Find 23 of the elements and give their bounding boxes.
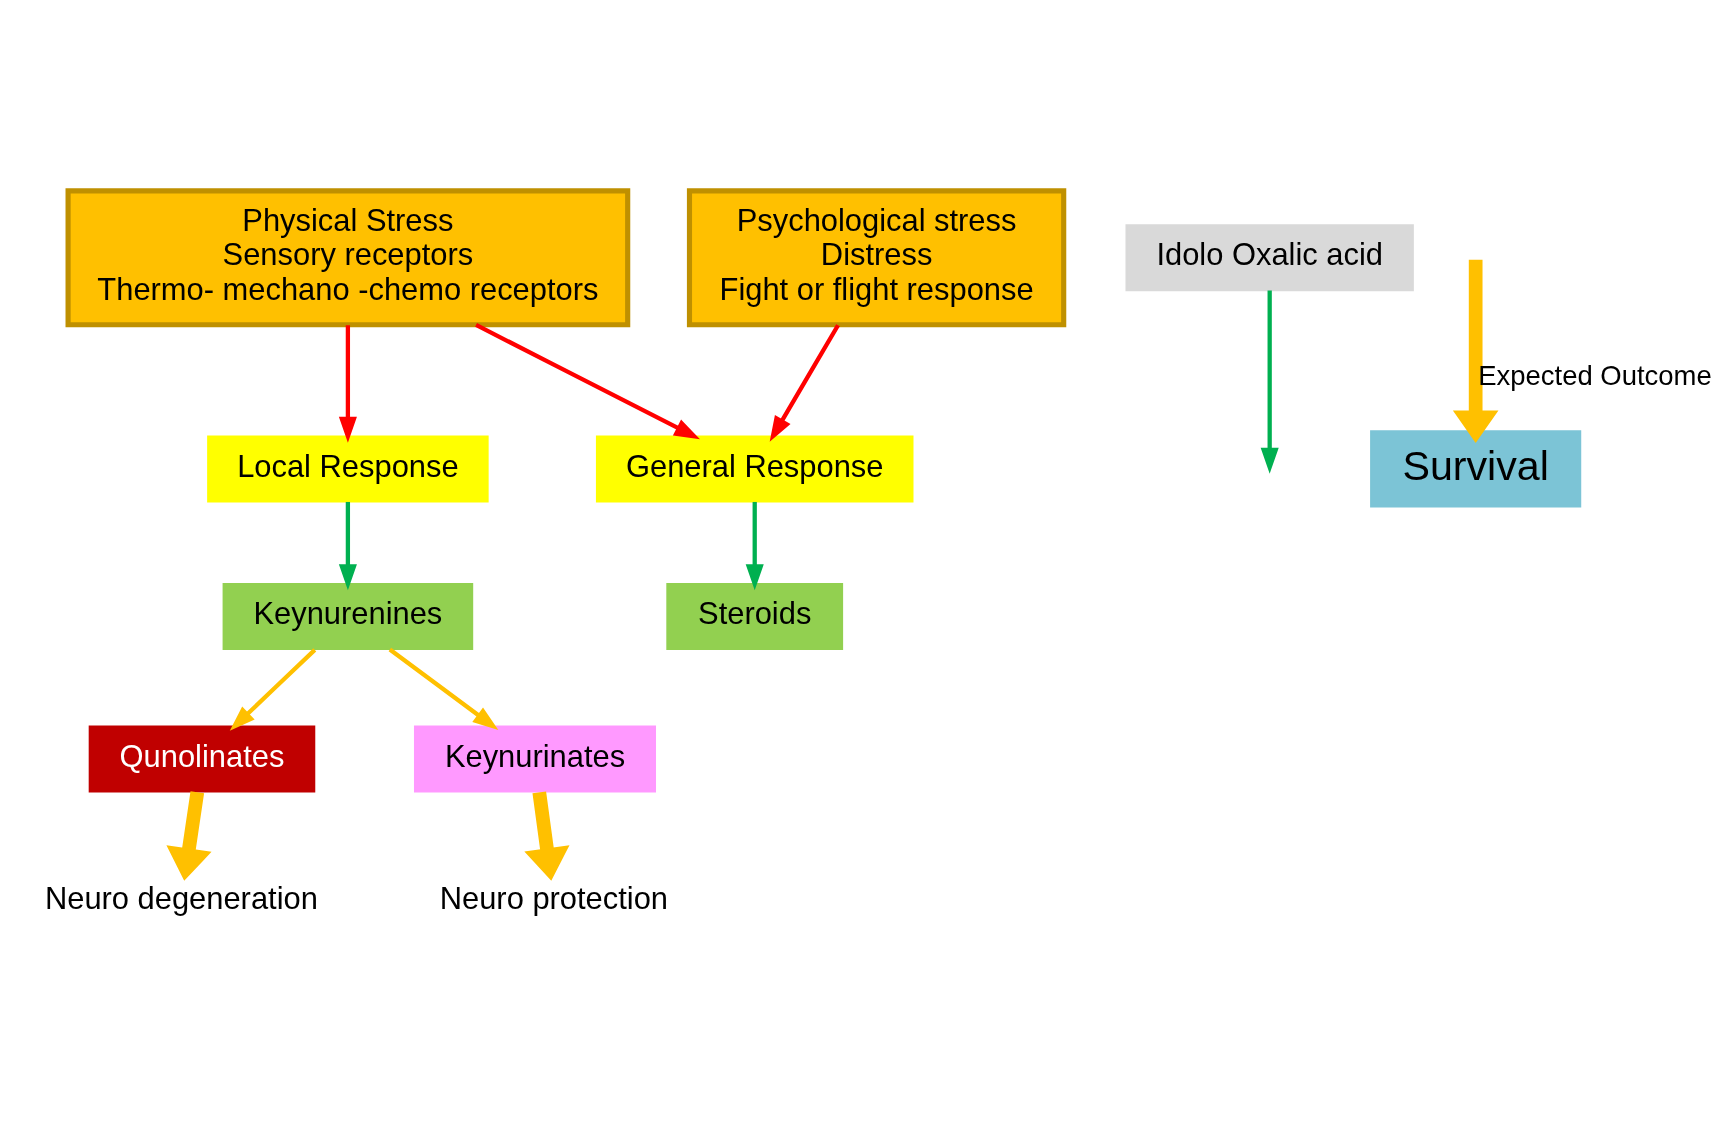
arrow: [1260, 290, 1279, 474]
arrow: [166, 790, 212, 881]
arrow: [338, 324, 357, 443]
node-box: Physical Stress Sensory receptors Thermo- mechano -chemo receptors: [65, 187, 631, 327]
arrow: [229, 647, 317, 731]
arrow: [388, 647, 499, 730]
node-box: Psychological stress Distress Fight or flight response: [686, 187, 1067, 327]
arrow: [338, 501, 357, 590]
node-text: Neuro degeneration: [44, 880, 318, 916]
arrow: [769, 323, 840, 442]
node-text: Neuro protection: [439, 880, 669, 916]
node-box: Keynurenines: [222, 582, 474, 650]
arrow: [745, 501, 764, 590]
arrow: [1452, 259, 1499, 443]
node-box: Local Response: [207, 434, 489, 502]
node-box: General Response: [595, 434, 914, 502]
node-box: Idolo Oxalic acid: [1125, 223, 1414, 291]
node-box: Keynurinates: [413, 725, 656, 792]
arrow: [475, 322, 700, 439]
node-box: Qunolinates: [88, 725, 316, 792]
node-box: Survival: [1370, 429, 1582, 508]
arrow: [524, 790, 570, 881]
node-box: Steroids: [666, 582, 844, 650]
